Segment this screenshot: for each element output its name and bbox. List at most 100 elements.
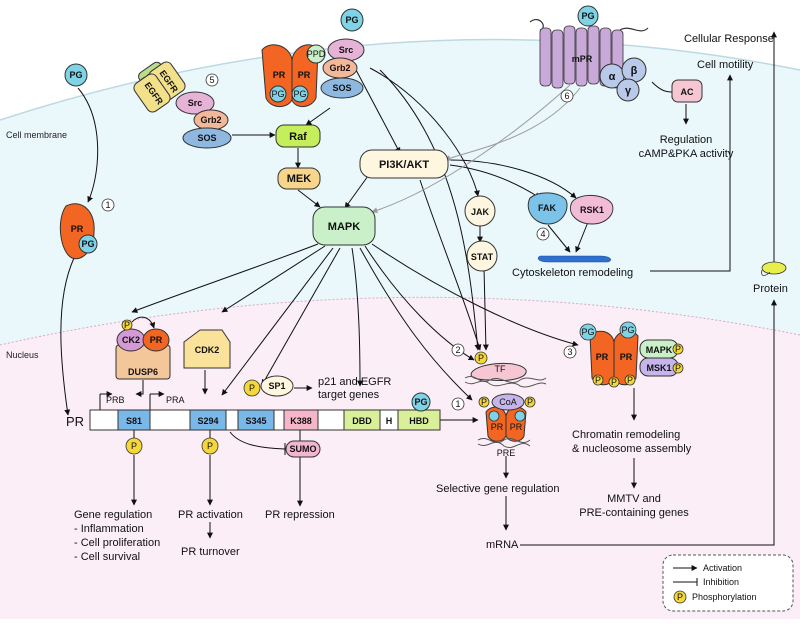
svg-text:PG: PG (293, 89, 306, 99)
site-s81: S81 (126, 416, 142, 426)
svg-text:P: P (611, 377, 617, 387)
cdk2-node: CDK2 (183, 329, 231, 369)
svg-text:PR: PR (620, 352, 633, 362)
svg-text:PG: PG (81, 239, 94, 249)
svg-text:PG: PG (69, 70, 82, 80)
svg-text:PG: PG (414, 397, 427, 407)
p21-label-1: p21 and EGFR (318, 376, 391, 388)
svg-text:PG: PG (581, 11, 594, 21)
svg-text:SP1: SP1 (268, 381, 285, 391)
svg-text:CoA: CoA (499, 397, 517, 407)
svg-text:MSK1: MSK1 (646, 363, 671, 373)
svg-text:PI3K/AKT: PI3K/AKT (379, 159, 429, 171)
svg-text:1: 1 (105, 200, 110, 210)
cell-motility-label: Cell motility (697, 59, 754, 71)
protein-blob (761, 261, 787, 276)
svg-text:FAK: FAK (538, 203, 557, 213)
svg-text:PR: PR (150, 335, 163, 345)
pr-receptor-cytoplasmic: PR PG (59, 203, 98, 260)
pr-repression-label: PR repression (265, 509, 335, 521)
mapk-node: MAPK (312, 206, 376, 246)
svg-text:JAK: JAK (471, 207, 490, 217)
raf-node: Raf (275, 124, 321, 148)
jak-node: JAK (464, 195, 496, 227)
pathway-number-1: 1 (101, 198, 115, 212)
svg-text:P: P (131, 441, 137, 451)
site-s345: S345 (245, 416, 266, 426)
svg-text:Raf: Raf (289, 131, 307, 143)
chromatin-label-1: Chromatin remodeling (572, 429, 680, 441)
sp1-complex: P SP1 (243, 375, 294, 397)
pr-mapk-msk1-complex: PR PR PG PG P P P MAPK MSK1 P P (579, 321, 684, 388)
svg-text:SOS: SOS (332, 83, 351, 93)
svg-text:PR: PR (596, 352, 609, 362)
svg-text:P: P (124, 320, 130, 330)
regulation-label-2: cAMP&PKA activity (639, 148, 734, 160)
phospho-s294: P (201, 437, 219, 455)
legend-activation: Activation (703, 563, 742, 573)
svg-text:PR: PR (71, 224, 84, 234)
domain-hbd: HBD (409, 416, 429, 426)
tf-complex: TF P (464, 351, 547, 388)
svg-text:PR: PR (510, 422, 523, 432)
egfr-complex: EGF EGFR EGFR Src Grb2 SOS (133, 61, 232, 149)
protein-label: Protein (753, 283, 788, 295)
svg-text:P: P (675, 363, 681, 373)
pathway-number-5: 5 (205, 73, 219, 87)
prb-label: PRB (106, 395, 125, 405)
svg-text:PG: PG (271, 89, 284, 99)
svg-text:Src: Src (339, 45, 354, 55)
svg-text:PG: PG (581, 327, 594, 337)
mmtv-label-1: MMTV and (607, 493, 661, 505)
svg-text:PR: PR (491, 422, 504, 432)
pr-dimer-membrane-complex: PR PR PG PG PPD Src Grb2 SOS (261, 38, 365, 107)
legend-inhibition: Inhibition (703, 577, 739, 587)
pg-ligand-mpr: PG (577, 5, 599, 27)
selective-label: Selective gene regulation (436, 483, 560, 495)
mek-node: MEK (277, 167, 321, 190)
gene-regulation-label: Gene regulation (74, 509, 152, 521)
svg-text:β: β (631, 65, 638, 77)
svg-text:P: P (677, 592, 683, 602)
svg-text:P: P (527, 397, 533, 407)
svg-text:RSK1: RSK1 (580, 205, 604, 215)
mrna-label: mRNA (486, 539, 519, 551)
svg-text:SUMO: SUMO (290, 444, 317, 454)
cell-membrane-line (0, 38, 800, 121)
pi3k-akt-node: PI3K/AKT (359, 149, 449, 179)
svg-text:PR: PR (273, 70, 286, 80)
cell-membrane-label: Cell membrane (6, 130, 67, 140)
p21-label-2: target genes (318, 389, 380, 401)
pr-gene-bar (89, 409, 441, 431)
connector-arrows (60, 31, 777, 546)
svg-text:PRE: PRE (497, 448, 516, 458)
ac-node: AC (671, 79, 703, 103)
svg-text:PG: PG (621, 325, 634, 335)
svg-text:STAT: STAT (471, 252, 494, 262)
svg-text:PG: PG (345, 15, 358, 25)
g-protein-complex: α β γ (599, 57, 647, 102)
pr-activation-label: PR activation (178, 509, 243, 521)
pg-ligand-top: PG (340, 8, 364, 32)
pathway-number-1-nuclear: 1 (451, 397, 465, 411)
pr-turnover-label: PR turnover (181, 546, 240, 558)
pathway-number-6: 6 (560, 89, 574, 103)
legend-phosphorylation: Phosphorylation (692, 592, 757, 602)
svg-text:α: α (609, 71, 616, 83)
svg-text:MAPK: MAPK (328, 221, 360, 233)
svg-text:PR: PR (298, 70, 311, 80)
svg-text:P: P (675, 344, 681, 354)
svg-text:DUSP6: DUSP6 (128, 367, 158, 377)
pr-gene-label: PR (66, 414, 84, 429)
svg-text:γ: γ (625, 85, 632, 97)
survival-label: - Cell survival (74, 551, 140, 563)
svg-text:P: P (207, 441, 213, 451)
pg-on-hbd: PG (411, 392, 431, 412)
svg-text:MEK: MEK (287, 173, 312, 185)
svg-text:AC: AC (681, 87, 694, 97)
svg-text:Grb2: Grb2 (200, 115, 221, 125)
svg-text:3: 3 (567, 347, 572, 357)
cellular-response-label: Cellular Response (684, 33, 774, 45)
